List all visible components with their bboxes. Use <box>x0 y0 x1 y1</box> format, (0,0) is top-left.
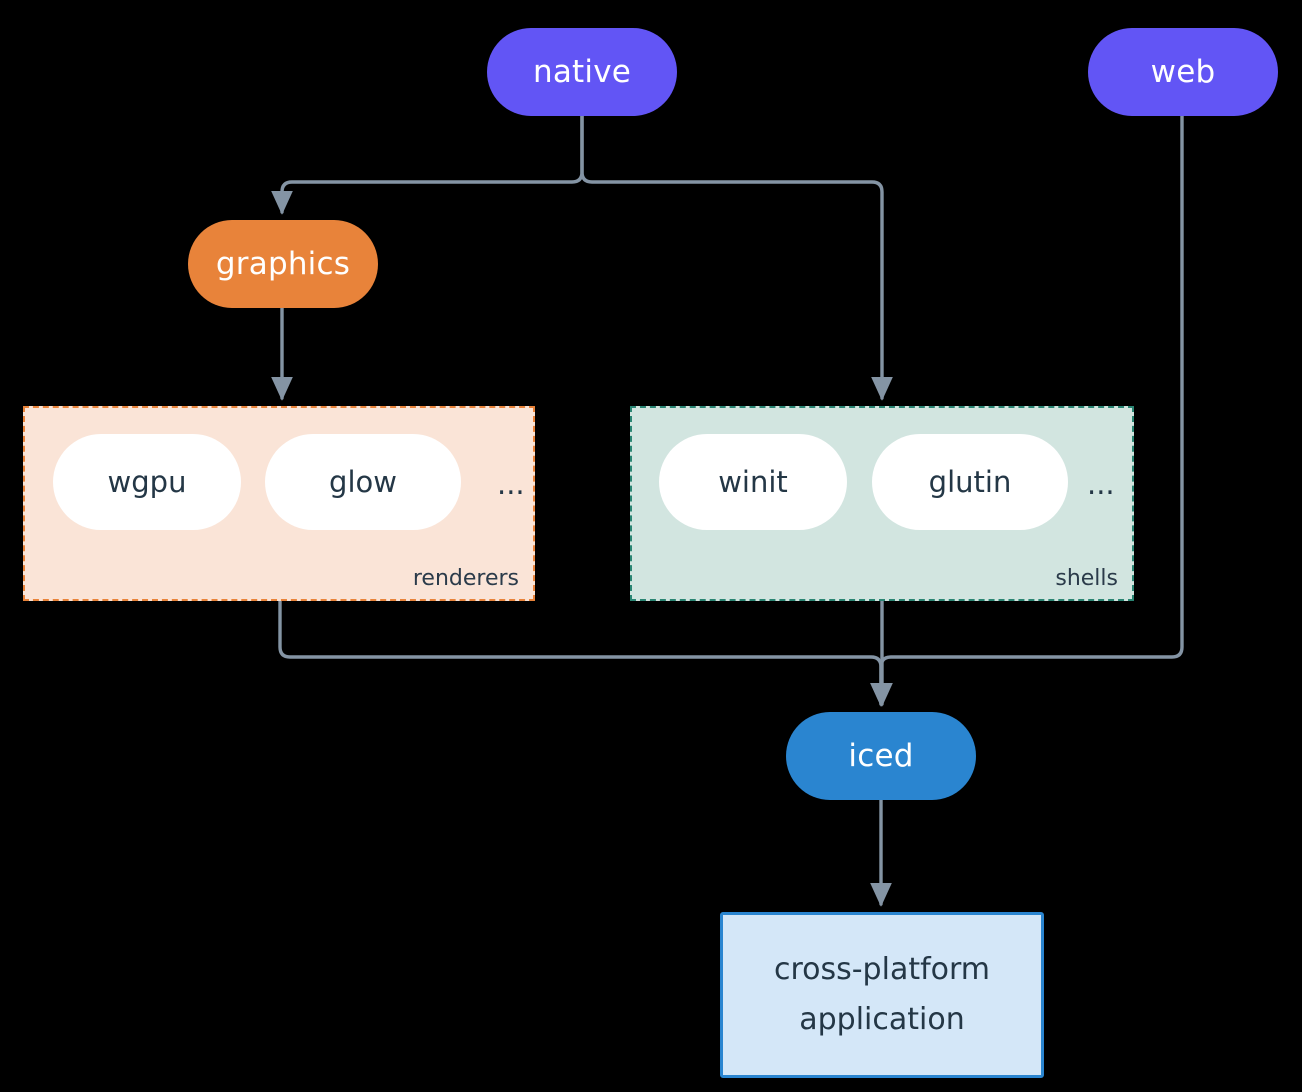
pill-wgpu[interactable]: wgpu <box>53 434 241 530</box>
node-native[interactable]: native <box>487 28 677 116</box>
pill-glow-label: glow <box>329 465 397 499</box>
renderers-ellipsis: ... <box>497 467 525 501</box>
pill-glow[interactable]: glow <box>265 434 461 530</box>
pill-winit-label: winit <box>718 465 788 499</box>
node-web-label: web <box>1150 54 1216 90</box>
pill-wgpu-label: wgpu <box>107 465 187 499</box>
node-web[interactable]: web <box>1088 28 1278 116</box>
edge-native-shells <box>580 114 893 401</box>
node-graphics-label: graphics <box>215 246 351 282</box>
cluster-renderers: wgpu glow ... renderers <box>23 406 535 601</box>
node-iced[interactable]: iced <box>786 712 976 800</box>
node-native-label: native <box>532 54 632 90</box>
pill-winit[interactable]: winit <box>659 434 847 530</box>
pill-glutin-label: glutin <box>928 465 1012 499</box>
cluster-renderers-label: renderers <box>412 566 519 591</box>
node-application-label-line2: application <box>799 1002 965 1037</box>
node-iced-label: iced <box>848 738 914 774</box>
cluster-shells: winit glutin ... shells <box>630 406 1134 601</box>
node-graphics[interactable]: graphics <box>188 220 378 308</box>
node-application-label-line1: cross-platform <box>773 952 991 988</box>
edge-native-graphics <box>271 114 584 215</box>
pill-glutin[interactable]: glutin <box>872 434 1068 530</box>
node-cross-platform-application[interactable]: cross-platform application <box>720 912 1044 1078</box>
edge-renderers-iced <box>278 599 892 707</box>
shells-ellipsis: ... <box>1087 467 1115 501</box>
cluster-shells-label: shells <box>1055 566 1118 591</box>
